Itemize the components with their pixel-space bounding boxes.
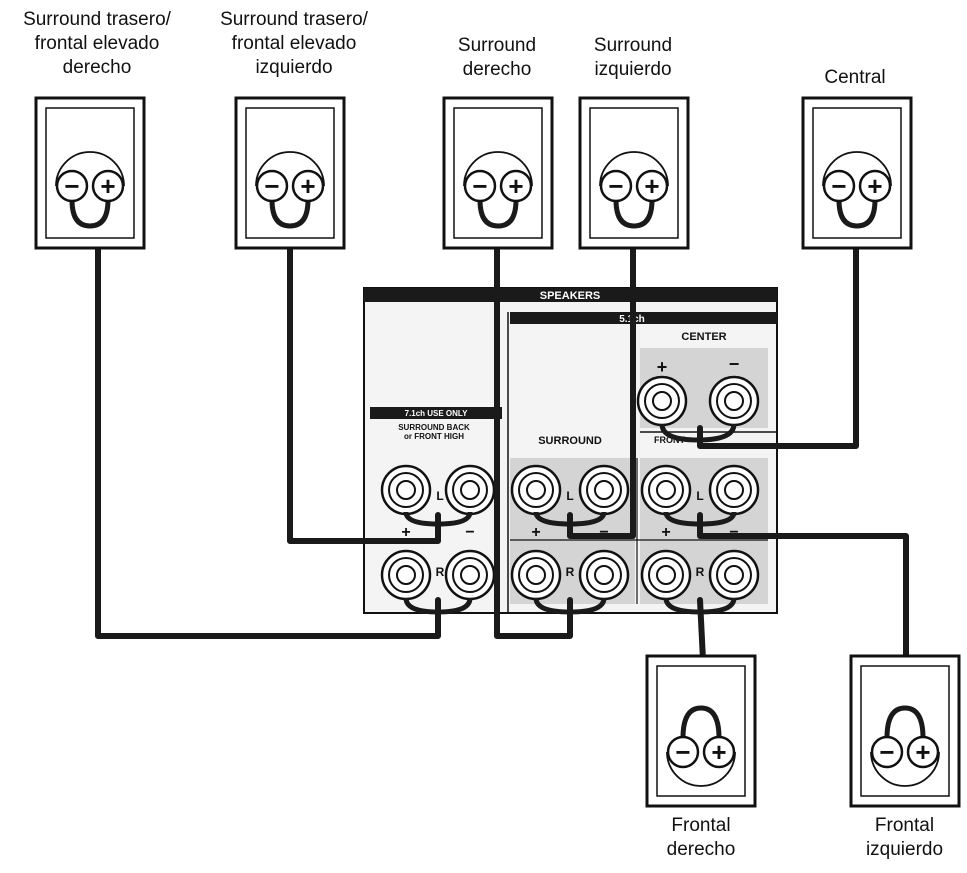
speaker-surround-left: −+: [578, 96, 690, 250]
speakers-layer: −+−+−+−+−+−+−+: [34, 96, 961, 808]
label-surround-left: Surround izquierdo: [593, 35, 673, 80]
front-left-plus-post: [640, 464, 692, 516]
speaker-minus-terminal: [255, 169, 289, 203]
front-title: FRONT: [654, 435, 685, 445]
label-surround-right: Surround derecho: [457, 35, 537, 80]
wire-surround-back-right: [95, 225, 441, 639]
sb-title-3: or FRONT HIGH: [404, 432, 464, 441]
speaker-plus-terminal: [858, 169, 892, 203]
speaker-minus-terminal: [666, 735, 700, 769]
surround-right-plus-post: [510, 549, 562, 601]
speaker-plus-symbol: +: [100, 171, 115, 201]
center-plus-mark: +: [657, 357, 668, 377]
speaker-minus-terminal: [463, 169, 497, 203]
speaker-minus-symbol: −: [608, 171, 623, 201]
speaker-plus-terminal: [702, 735, 736, 769]
speaker-plus-terminal: [499, 169, 533, 203]
speaker-plus-symbol: +: [644, 171, 659, 201]
wire-surround-right: [494, 225, 573, 639]
label-front-right: Frontal derecho: [666, 815, 736, 860]
wire-center: [697, 225, 859, 449]
speaker-surround-back-right: −+: [34, 96, 146, 250]
sb-right-minus-post: [444, 549, 496, 601]
label-center: Central: [824, 67, 886, 88]
sb-left-mark: L: [436, 489, 443, 503]
sb-title-2: SURROUND BACK: [398, 423, 470, 432]
speaker-minus-terminal: [55, 169, 89, 203]
center-minus-mark: −: [729, 354, 740, 374]
front-plus-mark: +: [661, 524, 670, 541]
surround-plus-mark: +: [531, 524, 540, 541]
front-right-mark: R: [696, 565, 705, 579]
speaker-plus-terminal: [291, 169, 325, 203]
speaker-minus-symbol: −: [831, 171, 846, 201]
speaker-minus-symbol: −: [64, 171, 79, 201]
terminal-loops: [403, 423, 737, 615]
sb-left-plus-post: [380, 464, 432, 516]
sb-title-bar: [370, 407, 502, 419]
speaker-plus-symbol: +: [867, 171, 882, 201]
sb-title-1: 7.1ch USE ONLY: [405, 409, 469, 418]
speaker-surround-back-left: −+: [234, 96, 346, 250]
front-left-minus-post: [708, 464, 760, 516]
label-surround-back-left: Surround trasero/ frontal elevado izquie…: [220, 9, 368, 78]
center-minus-post: [708, 375, 760, 427]
sb-right-mark: R: [436, 565, 445, 579]
speaker-front-right: −+: [645, 654, 757, 808]
front-right-plus-post: [640, 549, 692, 601]
front-right-minus-post: [708, 549, 760, 601]
surround-right-minus-post: [578, 549, 630, 601]
speaker-plus-terminal: [906, 735, 940, 769]
speaker-plus-terminal: [91, 169, 125, 203]
speaker-minus-symbol: −: [879, 737, 894, 767]
speaker-plus-symbol: +: [915, 737, 930, 767]
front-minus-mark: −: [729, 524, 738, 541]
speakers-header-bar: [364, 288, 777, 302]
wire-surround-back-left: [287, 225, 441, 544]
label-front-left: Frontal izquierdo: [865, 815, 944, 860]
center-plus-post: [636, 375, 688, 427]
speaker-minus-terminal: [599, 169, 633, 203]
speaker-center: −+: [801, 96, 913, 250]
sb-left-minus-post: [444, 464, 496, 516]
ch51-header-bar: [510, 312, 777, 324]
surround-title: SURROUND: [538, 435, 602, 447]
sb-minus-mark: −: [465, 524, 474, 541]
speaker-surround-right: −+: [442, 96, 554, 250]
speaker-plus-terminal: [635, 169, 669, 203]
speaker-minus-symbol: −: [472, 171, 487, 201]
speaker-plus-symbol: +: [508, 171, 523, 201]
speaker-minus-terminal: [870, 735, 904, 769]
center-title: CENTER: [681, 331, 726, 343]
surround-left-plus-post: [510, 464, 562, 516]
speaker-plus-symbol: +: [300, 171, 315, 201]
surround-left-minus-post: [578, 464, 630, 516]
sb-right-plus-post: [380, 549, 432, 601]
sb-plus-mark: +: [401, 524, 410, 541]
surround-minus-mark: −: [599, 524, 608, 541]
speaker-plus-symbol: +: [711, 737, 726, 767]
speaker-front-left: −+: [849, 654, 961, 808]
speaker-minus-symbol: −: [675, 737, 690, 767]
speaker-minus-terminal: [822, 169, 856, 203]
front-left-mark: L: [696, 489, 703, 503]
surround-left-mark: L: [566, 489, 573, 503]
speakers-header: SPEAKERS: [540, 290, 601, 302]
receiver-panel: SPEAKERS 5.1ch CENTER + − FRONT 7.1ch US…: [363, 287, 778, 614]
speaker-minus-symbol: −: [264, 171, 279, 201]
surround-right-mark: R: [566, 565, 575, 579]
label-surround-back-right: Surround trasero/ frontal elevado derech…: [23, 9, 171, 78]
